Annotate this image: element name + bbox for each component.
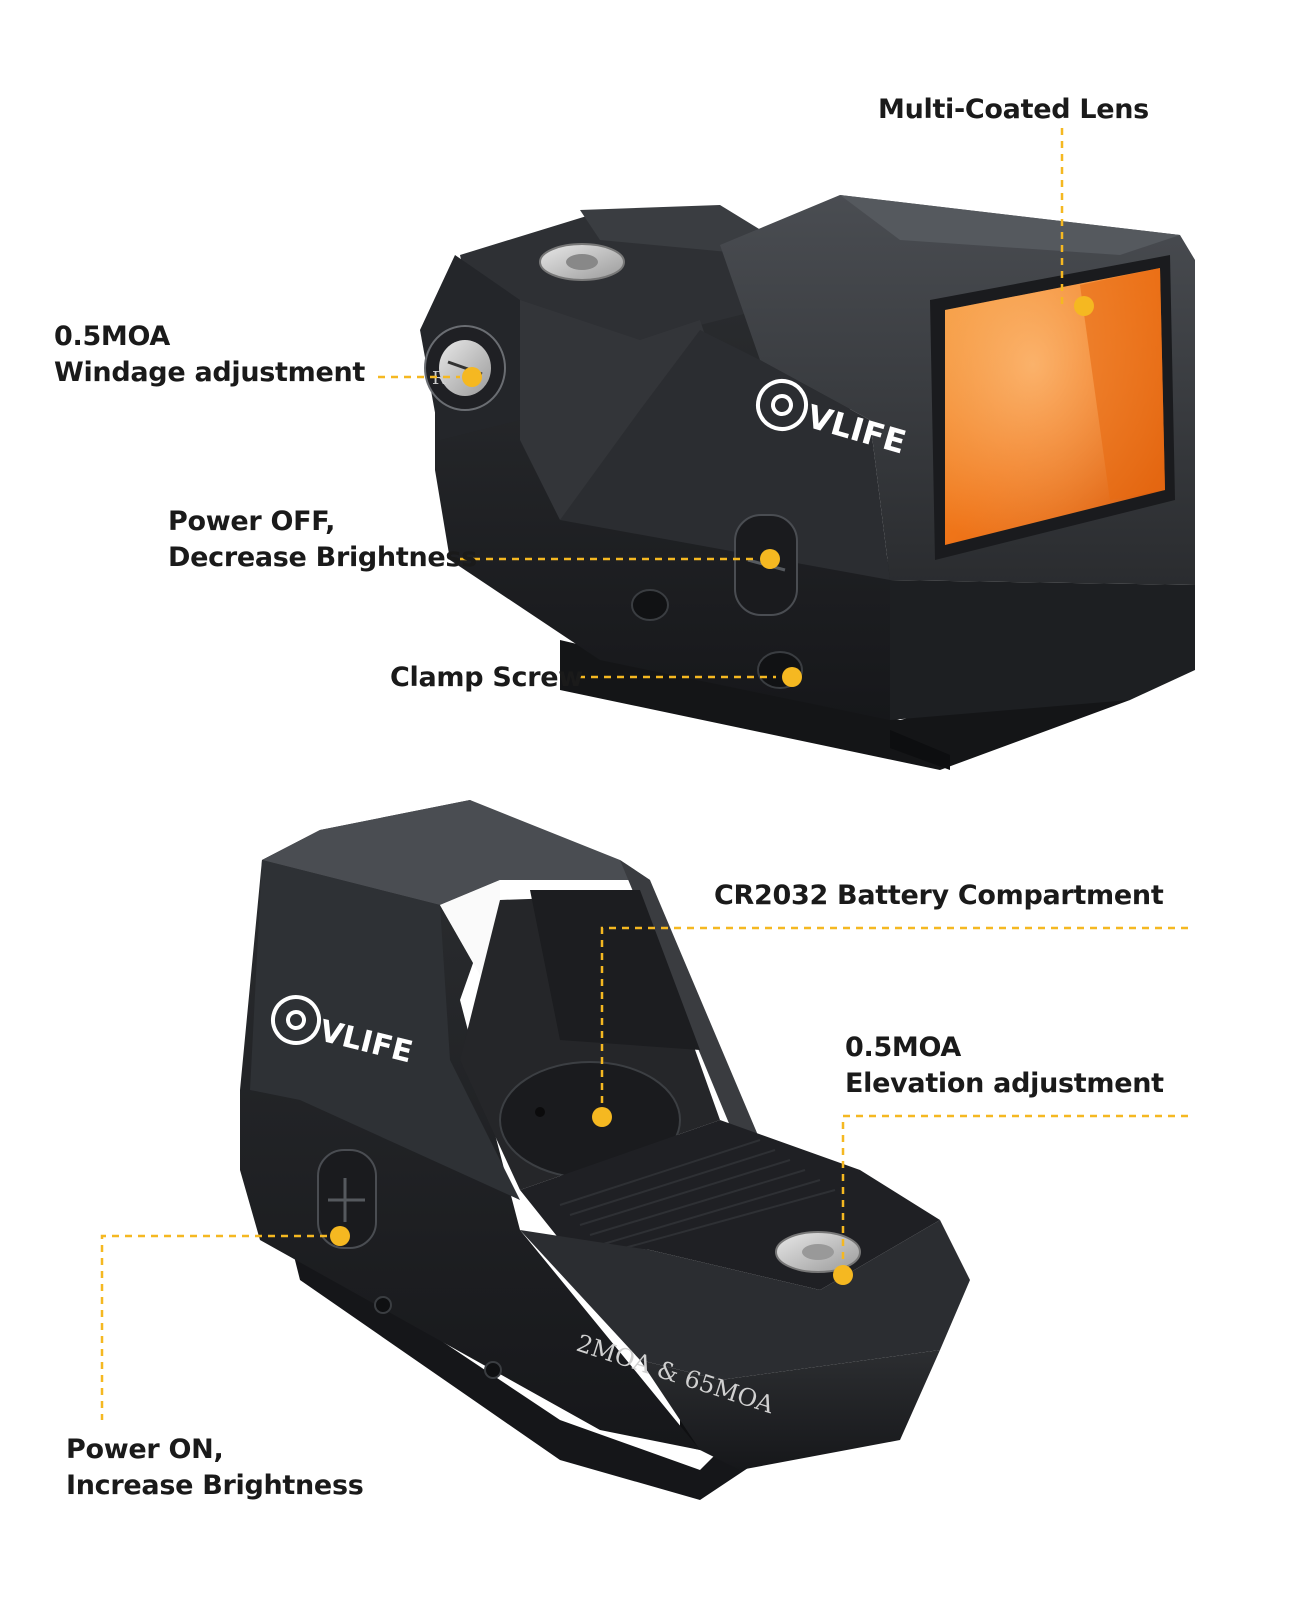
power-on-callout: Power ON, Increase Brightness [66,1432,364,1504]
windage-dot [462,367,482,387]
power-on-leader [100,1234,340,1420]
power-on-dot [330,1226,350,1246]
elevation-callout: 0.5MOA Elevation adjustment [845,1030,1164,1102]
elevation-label-1: 0.5MOA [845,1032,962,1063]
power-on-button [317,1149,377,1249]
battery-label: CR2032 Battery Compartment [714,880,1164,911]
bottom-clamp-screws [374,1296,502,1379]
battery-leader [600,926,1188,1117]
lens-dot [1074,296,1094,316]
elevation-leader [841,1114,1188,1275]
windage-dial: R [424,325,506,411]
deck-ribs [559,1139,836,1253]
red-dot-sight-rear-view: VLIFE 2MOA & 65MOA [240,800,970,1500]
elevation-dial [775,1231,861,1273]
elevation-label-2: Elevation adjustment [845,1068,1164,1099]
power-on-label-2: Increase Brightness [66,1470,364,1501]
clamp-dot [782,667,802,687]
power-off-dot [760,549,780,569]
power-off-label-2: Decrease Brightness [168,542,477,573]
lens-callout: Multi-Coated Lens [878,92,1149,128]
windage-callout: 0.5MOA Windage adjustment [54,319,365,391]
top-elevation-dial [539,243,625,281]
lens-label: Multi-Coated Lens [878,94,1149,125]
windage-r-mark: R [432,368,446,389]
power-off-callout: Power OFF, Decrease Brightness [168,504,477,576]
power-on-label-1: Power ON, [66,1434,224,1465]
top-sight-body: R VLIFE [420,195,1195,770]
power-off-label-1: Power OFF, [168,506,336,537]
elevation-dot [833,1265,853,1285]
clamp-callout: Clamp Screw [390,660,583,696]
windage-label-2: Windage adjustment [54,357,366,388]
battery-dot [592,1107,612,1127]
windage-label-1: 0.5MOA [54,321,171,352]
battery-callout: CR2032 Battery Compartment [714,878,1164,914]
clamp-label: Clamp Screw [390,662,583,693]
